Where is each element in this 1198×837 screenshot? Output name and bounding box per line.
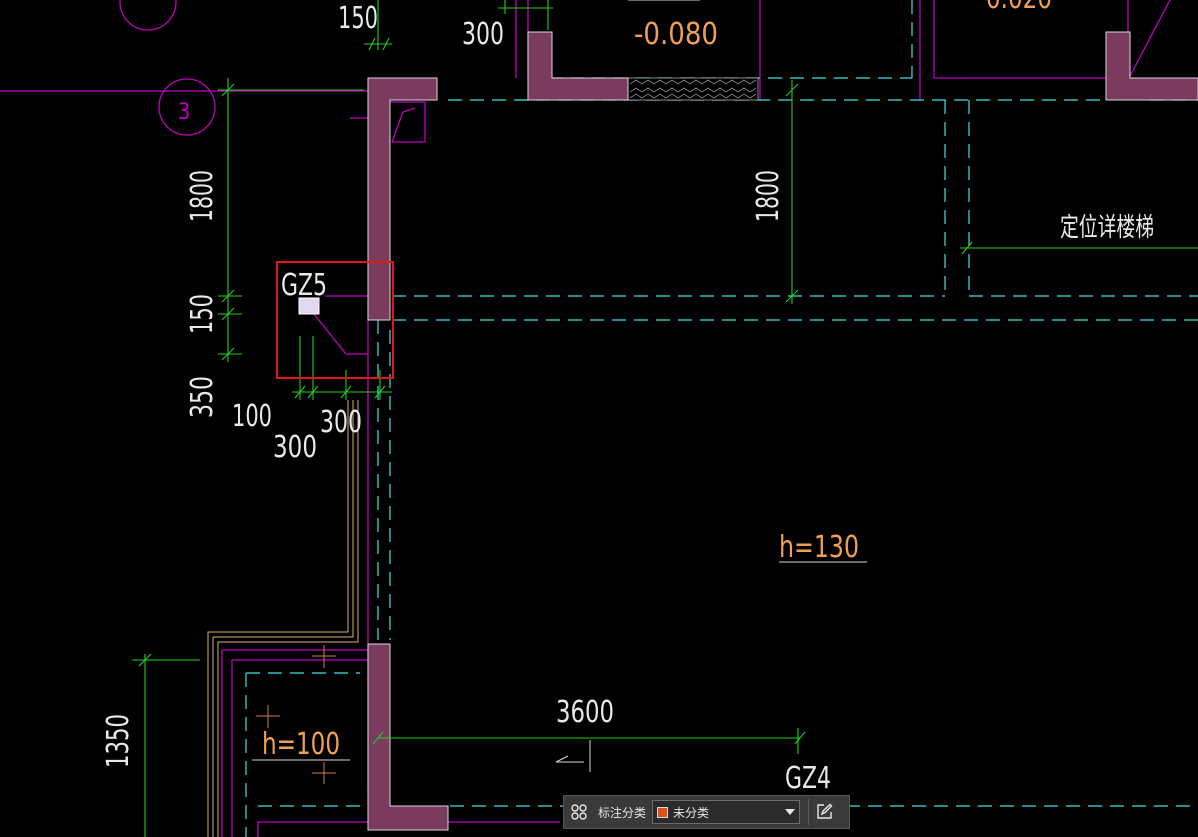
dim-150-left: 150 xyxy=(185,294,220,334)
level-label-top: -0.080 xyxy=(634,17,718,52)
hatch-area xyxy=(627,77,759,101)
dim-100: 100 xyxy=(232,399,272,434)
dim-350-left: 350 xyxy=(185,376,220,418)
axis-bubble-label: 3 xyxy=(178,100,191,125)
dimension-lines xyxy=(132,0,1198,837)
gz4-label: GZ4 xyxy=(785,761,831,796)
category-dropdown[interactable]: 未分类 xyxy=(652,800,801,824)
category-dropdown-value: 未分类 xyxy=(673,805,710,820)
selection-highlight xyxy=(276,261,394,379)
category-color-swatch xyxy=(657,806,669,818)
misc-lines xyxy=(252,0,867,772)
level-label-top-right: 0.020 xyxy=(986,0,1052,16)
slab-thickness-h130: h=130 xyxy=(779,530,859,565)
dim-300-b: 300 xyxy=(320,405,362,440)
chevron-down-icon xyxy=(785,809,796,815)
edit-icon[interactable] xyxy=(809,797,839,827)
slab-thickness-h100: h=100 xyxy=(262,727,340,762)
stair-note: 定位详楼梯 xyxy=(1060,213,1154,243)
walls xyxy=(367,31,1198,831)
tan-linework xyxy=(207,400,359,837)
dim-1800-right: 1800 xyxy=(751,170,786,222)
dim-300-top: 300 xyxy=(462,17,504,52)
dim-3600: 3600 xyxy=(556,695,614,730)
annotation-toolbar: 标注分类 未分类 xyxy=(563,795,850,829)
grid-icon[interactable] xyxy=(564,797,594,827)
column-gz5-block[interactable] xyxy=(298,297,320,315)
dim-300-a: 300 xyxy=(273,430,317,465)
gz5-label: GZ5 xyxy=(281,268,327,303)
orange-crosses xyxy=(256,645,336,784)
dim-1800-left: 1800 xyxy=(185,170,220,222)
dim-1350: 1350 xyxy=(101,714,136,768)
dim-150-top: 150 xyxy=(338,1,378,36)
annotation-category-label: 标注分类 xyxy=(598,805,647,820)
toolbar-divider xyxy=(808,799,810,825)
